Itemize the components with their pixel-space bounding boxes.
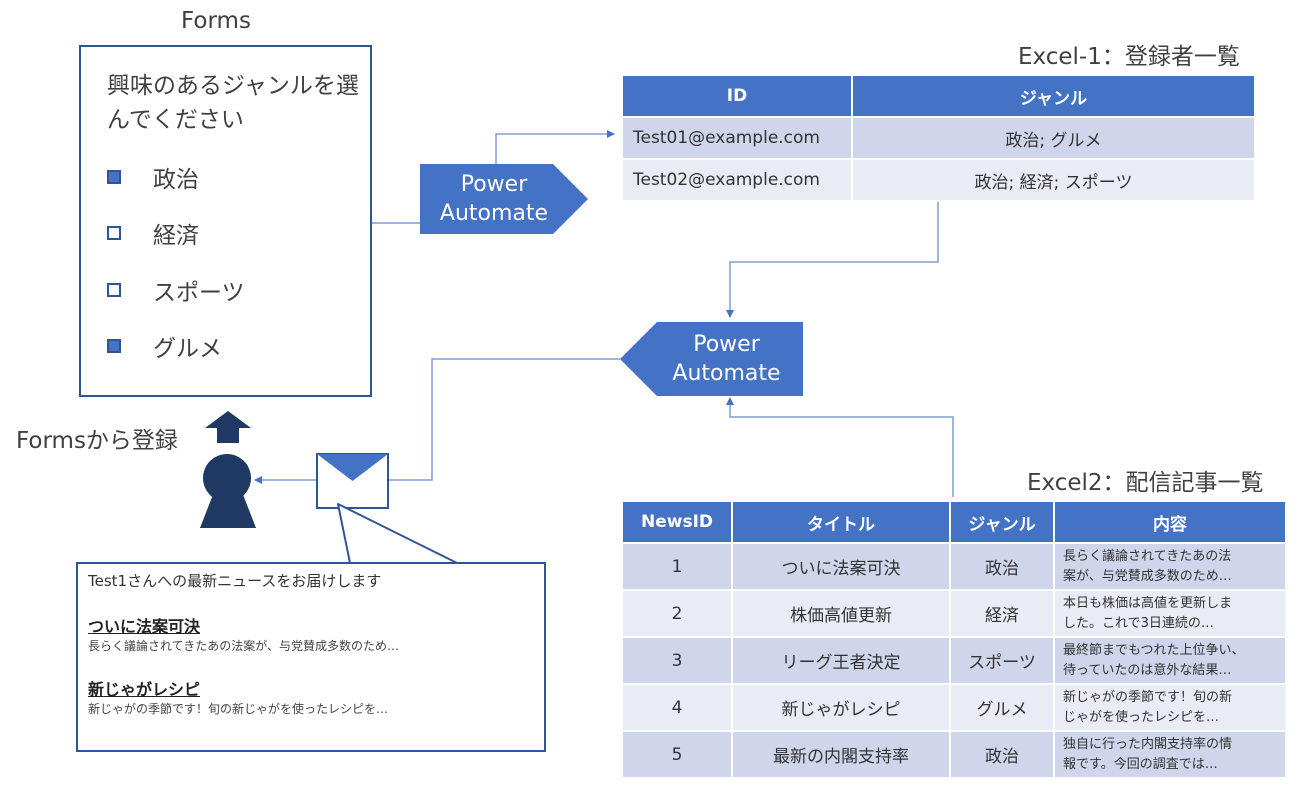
option-label: 政治 (153, 167, 199, 193)
excel1-title: Excel-1：登録者一覧 (1018, 44, 1240, 70)
content-line: じゃがを使ったレシピを… (1063, 709, 1220, 725)
table-header-row: ID ジャンル (621, 74, 1256, 118)
cell-content: 新じゃがの季節です！旬の新 じゃがを使ったレシピを… (1053, 683, 1287, 732)
email-intro: Test1さんへの最新ニュースをお届けします (88, 572, 382, 590)
cell-content: 本日も株価は高値を更新しま した。これで3日連続の… (1053, 589, 1287, 638)
email-article-body: 長らく議論されてきたあの法案が、与党賛成多数のため… (88, 639, 400, 653)
cell-genre: 政治; グルメ (851, 116, 1256, 160)
pa1-line2: Automate (439, 201, 549, 226)
pa2-line1: Power (693, 332, 760, 357)
email-preview: Test1さんへの最新ニュースをお届けします ついに法案可決 長らく議論されてき… (76, 562, 546, 752)
option-politics[interactable]: 政治 (107, 162, 199, 193)
content-line: 報です。今回の調査では… (1063, 756, 1218, 772)
content-line: 待っていたのは意外な結果… (1063, 662, 1232, 678)
cell-content: 長らく議論されてきたあの法 案が、与党賛成多数のため… (1053, 542, 1287, 591)
table-row: Test02@example.com 政治; 経済; スポーツ (621, 158, 1256, 202)
cell-newsid: 5 (621, 730, 733, 779)
cell-genre: 経済 (949, 589, 1055, 638)
forms-question: 興味のあるジャンルを選んでください (107, 73, 359, 133)
user-icon (200, 454, 256, 528)
cell-content: 最終節までもつれた上位争い、 待っていたのは意外な結果… (1053, 636, 1287, 685)
content-line: 長らく議論されてきたあの法 (1063, 548, 1232, 564)
email-article-title[interactable]: ついに法案可決 (88, 617, 201, 636)
cell-newsid: 1 (621, 542, 733, 591)
cell-id: Test02@example.com (621, 158, 853, 202)
option-label: 経済 (153, 223, 199, 249)
content-line: 独自に行った内閣支持率の情 (1063, 736, 1233, 752)
cell-content: 独自に行った内閣支持率の情 報です。今回の調査では… (1053, 730, 1287, 779)
power-automate-1: Power Automate (420, 164, 588, 234)
option-sports[interactable]: スポーツ (107, 275, 245, 306)
cell-genre: グルメ (949, 683, 1055, 732)
connector-pa2-to-mail (388, 358, 620, 481)
excel1-table: ID ジャンル Test01@example.com 政治; グルメ Test0… (621, 74, 1256, 202)
content-line: 本日も株価は高値を更新しま (1063, 595, 1233, 611)
header-newsid: NewsID (621, 500, 733, 544)
header-id: ID (621, 74, 853, 118)
cell-id: Test01@example.com (621, 116, 853, 160)
cell-title: ついに法案可決 (731, 542, 951, 591)
pa1-line1: Power (460, 172, 528, 197)
header-genre: ジャンル (949, 500, 1055, 544)
option-label: グルメ (153, 336, 222, 362)
table-row: 2 株価高値更新 経済 本日も株価は高値を更新しま した。これで3日連続の… (621, 589, 1287, 638)
cell-newsid: 4 (621, 683, 733, 732)
content-line: 最終節までもつれた上位争い、 (1063, 642, 1245, 658)
excel2-title: Excel2：配信記事一覧 (1027, 470, 1264, 496)
forms-box: 興味のあるジャンルを選んでください 政治 経済 スポーツ グルメ (79, 45, 372, 397)
table-row: Test01@example.com 政治; グルメ (621, 116, 1256, 160)
content-line: 案が、与党賛成多数のため… (1063, 568, 1232, 584)
content-line: 新じゃがの季節です！旬の新 (1063, 689, 1233, 705)
cell-title: 最新の内閣支持率 (731, 730, 951, 779)
pa1-shape (420, 164, 588, 234)
content-line: した。これで3日連続の… (1063, 615, 1214, 631)
table-row: 5 最新の内閣支持率 政治 独自に行った内閣支持率の情 報です。今回の調査では… (621, 730, 1287, 779)
forms-title: Forms (181, 8, 251, 34)
header-content: 内容 (1053, 500, 1287, 544)
cell-newsid: 2 (621, 589, 733, 638)
cell-genre: 政治; 経済; スポーツ (851, 158, 1256, 202)
option-label: スポーツ (153, 280, 245, 306)
checkbox-politics[interactable] (107, 170, 121, 184)
table-header-row: NewsID タイトル ジャンル 内容 (621, 500, 1287, 544)
mail-icon (316, 453, 389, 509)
connector-excel1-to-pa2 (726, 198, 939, 318)
excel2-table: NewsID タイトル ジャンル 内容 1 ついに法案可決 政治 長らく議論され… (621, 500, 1287, 779)
cell-genre: 政治 (949, 730, 1055, 779)
table-row: 4 新じゃがレシピ グルメ 新じゃがの季節です！旬の新 じゃがを使ったレシピを… (621, 683, 1287, 732)
cell-title: リーグ王者決定 (731, 636, 951, 685)
connector-pa1-to-excel1 (495, 130, 615, 165)
cell-genre: スポーツ (949, 636, 1055, 685)
option-economy[interactable]: 経済 (107, 218, 199, 249)
option-gourmet[interactable]: グルメ (107, 331, 222, 362)
header-title: タイトル (731, 500, 951, 544)
header-genre: ジャンル (851, 74, 1256, 118)
callout-tail (337, 503, 458, 564)
cell-genre: 政治 (949, 542, 1055, 591)
up-arrow-icon (205, 411, 251, 443)
table-row: 3 リーグ王者決定 スポーツ 最終節までもつれた上位争い、 待っていたのは意外な… (621, 636, 1287, 685)
checkbox-economy[interactable] (107, 226, 121, 240)
power-automate-2: Power Automate (620, 322, 803, 396)
cell-title: 新じゃがレシピ (731, 683, 951, 732)
connector-excel2-to-pa2 (726, 397, 954, 497)
pa2-line2: Automate (672, 361, 781, 386)
pa2-shape (620, 322, 803, 396)
table-row: 1 ついに法案可決 政治 長らく議論されてきたあの法 案が、与党賛成多数のため… (621, 542, 1287, 591)
checkbox-gourmet[interactable] (107, 339, 121, 353)
email-article-title[interactable]: 新じゃがレシピ (88, 680, 201, 699)
checkbox-sports[interactable] (107, 283, 121, 297)
email-article-body: 新じゃがの季節です！旬の新じゃがを使ったレシピを… (88, 702, 389, 716)
cell-newsid: 3 (621, 636, 733, 685)
cell-title: 株価高値更新 (731, 589, 951, 638)
register-label: Formsから登録 (16, 428, 178, 454)
